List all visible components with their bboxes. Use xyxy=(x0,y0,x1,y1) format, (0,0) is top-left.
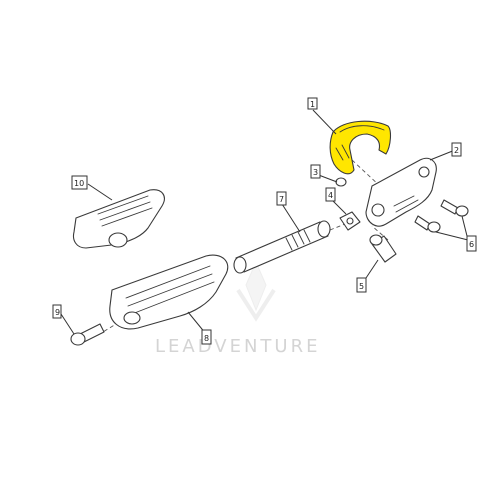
bracket-edge xyxy=(339,125,385,133)
callout-1: 1 xyxy=(307,97,318,110)
bolt-upper-shaft xyxy=(440,199,459,215)
small-bolt-head xyxy=(70,332,86,346)
part-10-small-footrest[interactable] xyxy=(72,189,165,249)
part-7-long-shaft[interactable] xyxy=(233,220,331,274)
part-9-small-bolt[interactable] xyxy=(70,323,105,346)
callout-4-label: 4 xyxy=(328,191,333,200)
callout-2: 2 xyxy=(451,142,462,157)
pivot-slots xyxy=(393,195,419,213)
pivot-hole-right xyxy=(418,166,430,178)
leader-1 xyxy=(312,109,337,135)
clip-ring xyxy=(335,177,347,187)
alignment-line-bracket xyxy=(351,159,396,201)
part-2-pivot-bracket[interactable] xyxy=(365,157,437,227)
large-footrest-mount xyxy=(123,311,141,325)
callout-7: 7 xyxy=(276,191,287,206)
watermark-logo xyxy=(236,260,276,322)
small-footrest-treads xyxy=(97,195,153,227)
part-4-gasket[interactable] xyxy=(339,211,361,231)
leader-6b xyxy=(435,231,469,241)
callout-5: 5 xyxy=(356,277,367,293)
shaft-end xyxy=(233,256,247,274)
callout-10-label: 10 xyxy=(74,179,84,188)
alignment-line-bolt xyxy=(97,317,127,336)
shaft-collar xyxy=(317,220,331,238)
part-6-bolts[interactable] xyxy=(414,199,469,233)
part-8-large-footrest[interactable] xyxy=(109,254,229,330)
leader-7 xyxy=(281,203,301,233)
callout-7-label: 7 xyxy=(279,195,284,204)
callout-3-label: 3 xyxy=(313,168,318,177)
part-1-bracket-highlighted[interactable] xyxy=(329,120,391,175)
leader-9 xyxy=(60,313,75,335)
bolt-lower-shaft xyxy=(414,215,431,231)
callout-6: 6 xyxy=(466,235,477,252)
large-footrest-body xyxy=(109,254,229,330)
bracket-body xyxy=(329,120,391,175)
large-footrest-treads xyxy=(125,265,215,315)
callout-9-label: 9 xyxy=(55,308,60,317)
pivot-hole-left xyxy=(371,203,385,217)
shaft-splines xyxy=(285,229,311,251)
callout-10: 10 xyxy=(71,175,88,190)
small-footrest-body xyxy=(72,189,165,249)
bracket-slot xyxy=(335,144,350,161)
bolt-lower-head xyxy=(427,221,441,233)
shaft-body xyxy=(235,221,329,273)
callout-5-label: 5 xyxy=(359,282,364,291)
callout-8: 8 xyxy=(201,329,212,345)
pin-head xyxy=(369,234,383,246)
leader-10 xyxy=(87,183,113,201)
small-footrest-mount xyxy=(108,232,128,248)
bolt-upper-head xyxy=(455,205,469,217)
part-3-clip-ring[interactable] xyxy=(335,177,347,187)
callout-2-label: 2 xyxy=(454,146,459,155)
callout-3: 3 xyxy=(310,164,321,179)
gasket-hole xyxy=(346,217,354,225)
callout-9: 9 xyxy=(52,304,62,319)
leader-2 xyxy=(429,149,456,161)
callout-1-label: 1 xyxy=(310,100,315,109)
callout-4: 4 xyxy=(325,187,336,202)
watermark-text: LEADVENTURE xyxy=(155,336,320,357)
callout-6-label: 6 xyxy=(469,240,474,249)
part-5-pin[interactable] xyxy=(369,234,397,263)
callout-8-label: 8 xyxy=(204,334,209,343)
watermark: LEADVENTURE xyxy=(155,260,320,357)
